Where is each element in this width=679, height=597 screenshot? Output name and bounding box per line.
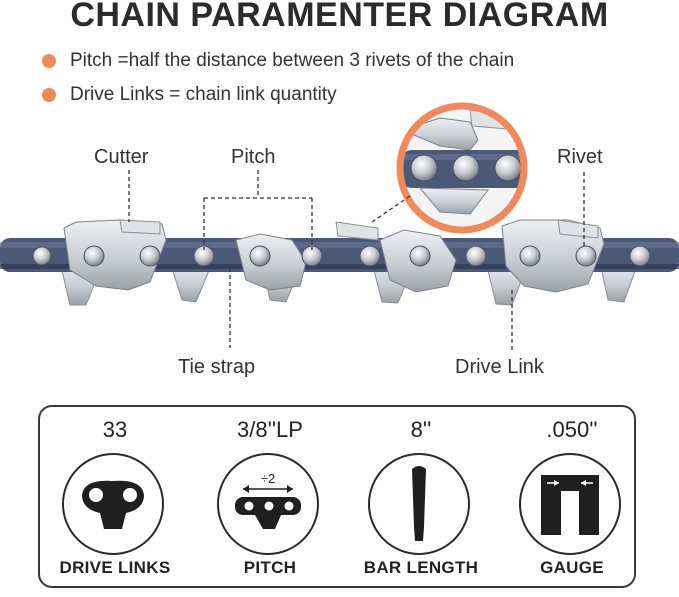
callout-pitch: Pitch [231,146,276,168]
pitch-divide-label: ÷2 [261,471,275,486]
bullet-pitch: Pitch =half the distance between 3 rivet… [42,50,514,72]
bullet-drive-links: Drive Links = chain link quantity [42,84,337,106]
spec-panel: 33 DRIVE LINKS 3/8''LP ÷2 PITCH [38,405,636,588]
spec-value: .050'' [546,417,598,442]
cutters [63,219,605,293]
gauge-icon [519,453,621,555]
rivets [32,245,651,267]
spec-value: 33 [102,417,128,442]
callout-drive-link: Drive Link [455,356,544,378]
leader-lines [128,170,585,352]
spec-value: 8'' [410,417,432,442]
page-title: CHAIN PARAMENTER DIAGRAM [70,0,609,34]
callout-cutter: Cutter [94,146,149,168]
spec-name: DRIVE LINKS [59,558,171,577]
pitch-icon: ÷2 [217,453,319,555]
guide-bar-icon [368,453,470,555]
spec-bar-length: 8'' BAR LENGTH [346,407,496,590]
spec-name: PITCH [243,558,297,577]
magnifier-inset [396,102,528,234]
spec-pitch: 3/8''LP ÷2 PITCH [195,407,345,590]
bullet-dot-icon [42,54,56,68]
bullet-text: Pitch =half the distance between 3 rivet… [70,50,515,71]
chain-diagram [0,102,679,352]
spec-gauge: .050'' GAUGE [497,407,647,590]
cutter-top-plates [119,219,599,241]
bullet-dot-icon [42,88,56,102]
spec-name: BAR LENGTH [363,558,479,577]
spec-name: GAUGE [540,558,604,577]
spec-drive-links: 33 DRIVE LINKS [40,407,190,590]
bullet-text: Drive Links = chain link quantity [70,84,337,105]
drive-link-icon [62,453,164,555]
spec-value: 3/8''LP [237,417,303,442]
callout-rivet: Rivet [557,146,603,168]
callout-tie-strap: Tie strap [178,356,256,378]
